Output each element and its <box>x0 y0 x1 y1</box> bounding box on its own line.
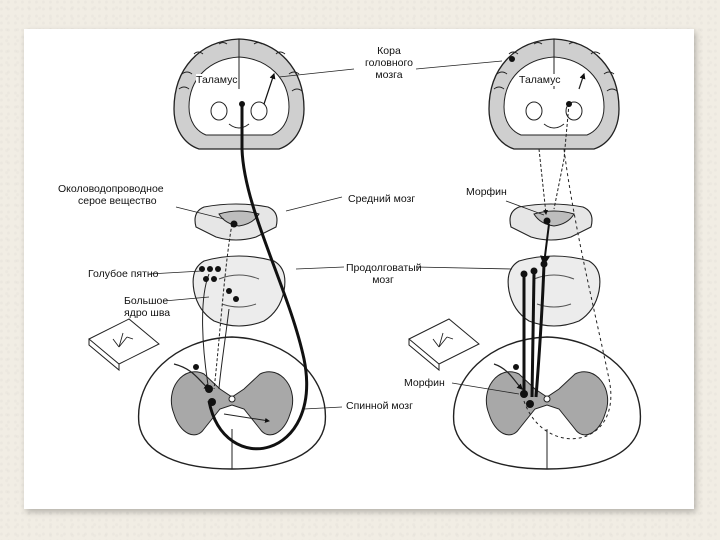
right-skin-patch <box>408 318 480 372</box>
raphe-label-line2: ядро шва <box>124 307 171 319</box>
cortex-label-line2: головного <box>365 57 413 69</box>
center-leader-lines <box>278 60 545 410</box>
pag-label-line1: Околоводопроводное <box>58 183 164 195</box>
cortex-label-line3: мозга <box>375 69 403 81</box>
morphine-bottom-label: Морфин <box>404 377 445 389</box>
cortex-label: Кора головного мозга <box>354 45 424 81</box>
raphe-label: Большое ядро шва <box>124 295 170 319</box>
right-brain <box>488 38 620 150</box>
left-panel <box>88 38 327 470</box>
left-brain <box>173 38 305 150</box>
right-spinal-cord <box>452 336 642 470</box>
left-leader-lines <box>148 206 225 302</box>
right-descending-tract-3 <box>534 263 546 398</box>
pain-pathway-diagram <box>88 38 642 470</box>
spinal-cord-label: Спинной мозг <box>346 400 413 412</box>
left-spinal-cord <box>137 336 327 470</box>
cortex-label-line1: Кора <box>377 45 401 57</box>
morphine-top-label: Морфин <box>466 186 507 198</box>
left-skin-patch <box>88 318 160 372</box>
left-medulla <box>192 255 286 327</box>
midbrain-label: Средний мозг <box>348 193 416 205</box>
right-neuron-dots <box>509 56 572 408</box>
right-descending-tract-2 <box>530 273 536 398</box>
medulla-label-line2: мозг <box>372 274 394 286</box>
right-midbrain <box>509 203 593 241</box>
right-medulla <box>507 255 601 327</box>
raphe-label-line1: Большое <box>124 295 169 307</box>
pag-label-line2: серое вещество <box>78 195 157 207</box>
medulla-label-line1: Продолговатый <box>346 262 422 274</box>
medulla-label: Продолговатый мозг <box>346 262 422 286</box>
pag-label: Околоводопроводное серое вещество <box>58 183 164 207</box>
locus-coeruleus-label: Голубое пятно <box>88 268 159 280</box>
right-panel <box>408 38 642 470</box>
left-ascending-pain-tract <box>207 104 308 451</box>
left-neuron-dots <box>193 101 245 406</box>
thalamus-left-label: Таламус <box>196 74 238 86</box>
thalamus-right-label: Таламус <box>519 74 561 86</box>
right-ascending-tract-blocked <box>523 148 612 440</box>
